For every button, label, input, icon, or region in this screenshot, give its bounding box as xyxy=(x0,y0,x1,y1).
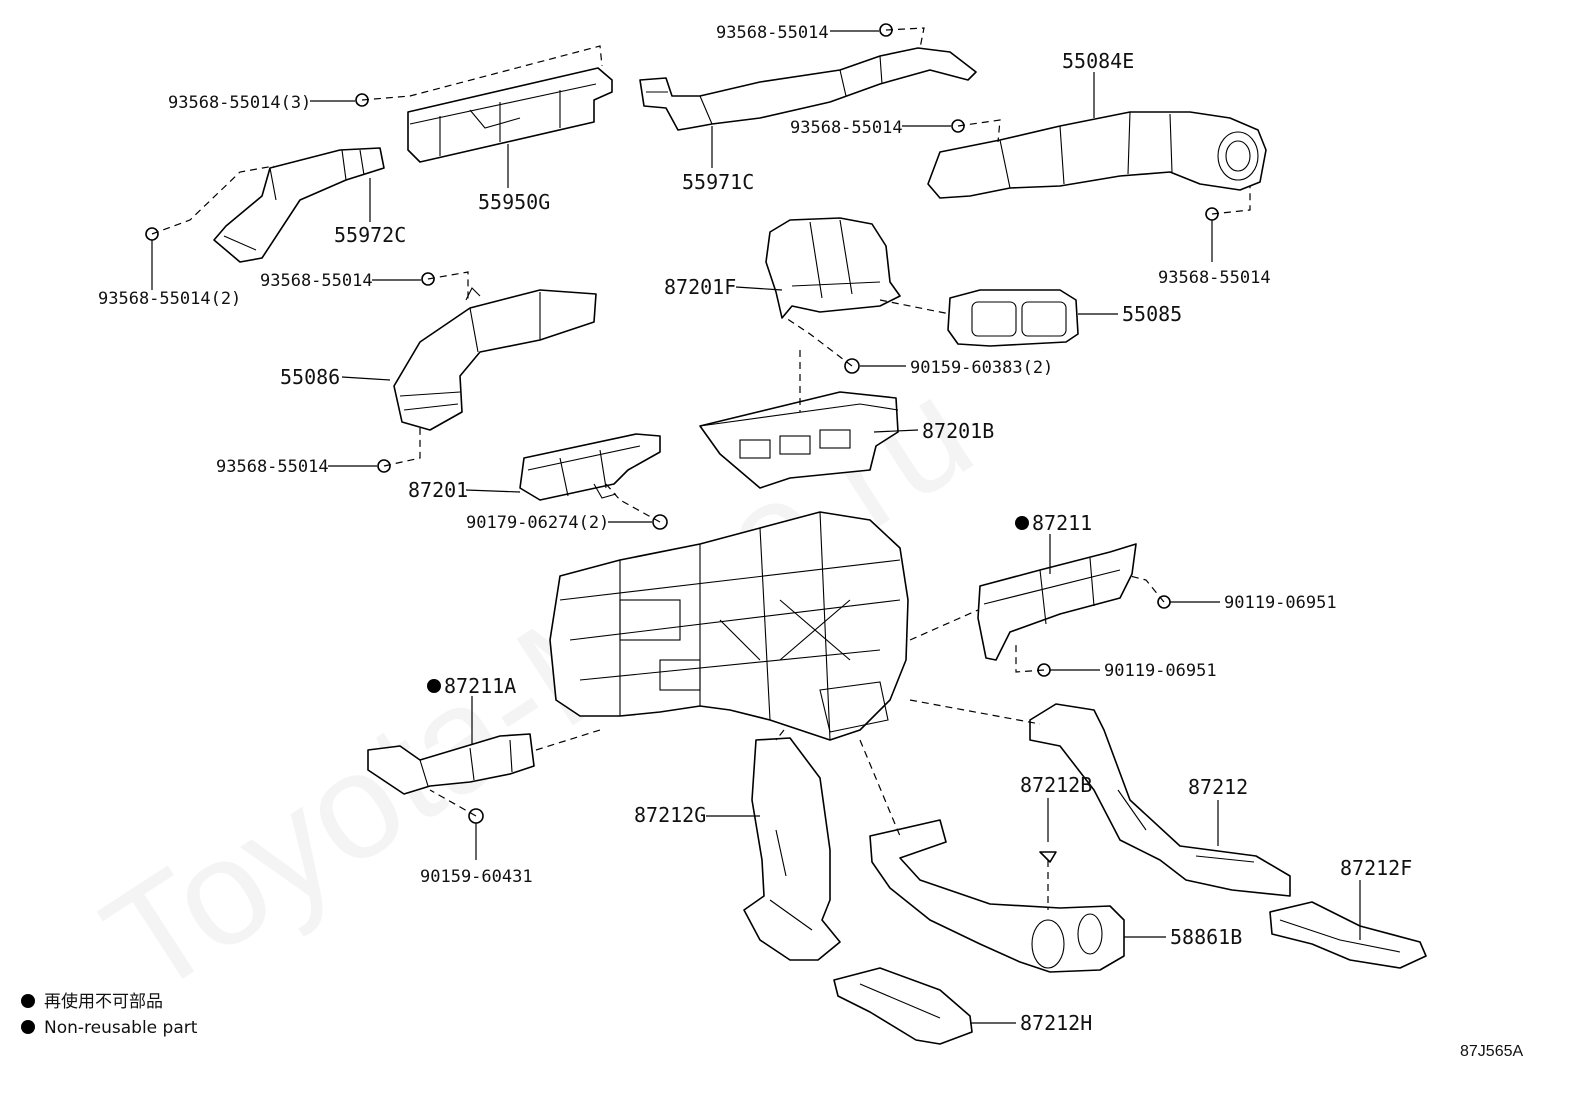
label-87212b: 87212B xyxy=(1020,773,1092,797)
dashed-assembly-lines xyxy=(151,27,1251,910)
diagram-code: 87J565A xyxy=(1460,1043,1523,1060)
part-55972c-drawing xyxy=(213,147,385,263)
label-55971c: 55971C xyxy=(682,170,754,194)
label-87201f: 87201F xyxy=(664,275,736,299)
non-reusable-mark-87211a xyxy=(427,679,441,693)
part-87201-drawing xyxy=(519,433,661,501)
label-93568-55014-right-lower: 93568-55014 xyxy=(1158,268,1271,288)
part-labels: 93568-55014(3) 55950G 55972C 93568-55014… xyxy=(98,23,1412,1035)
non-reusable-mark-87211 xyxy=(1015,516,1029,530)
legend-japanese: 再使用不可部品 xyxy=(44,991,163,1012)
leader-lines xyxy=(151,30,1361,1024)
label-87201b: 87201B xyxy=(922,419,994,443)
label-93568-55014-left-upper: 93568-55014 xyxy=(260,271,373,291)
label-93568-55014-top: 93568-55014 xyxy=(716,23,829,43)
label-55085: 55085 xyxy=(1122,302,1182,326)
part-87212g-drawing xyxy=(743,737,841,961)
label-90119-06951-lower: 90119-06951 xyxy=(1104,661,1217,681)
label-55950g: 55950G xyxy=(478,190,550,214)
label-87211: 87211 xyxy=(1032,511,1092,535)
label-55972c: 55972C xyxy=(334,223,406,247)
label-90119-06951-upper: 90119-06951 xyxy=(1224,593,1337,613)
legend-english: Non-reusable part xyxy=(44,1018,198,1038)
part-58861b-drawing xyxy=(869,819,1125,973)
label-55086: 55086 xyxy=(280,365,340,389)
label-55084e: 55084E xyxy=(1062,49,1134,73)
legend: 再使用不可部品 Non-reusable part xyxy=(21,991,198,1038)
part-55085-drawing xyxy=(947,289,1079,347)
label-58861b: 58861B xyxy=(1170,925,1242,949)
part-87201f-drawing xyxy=(765,217,901,319)
label-93568-55014-2: 93568-55014(2) xyxy=(98,289,241,309)
part-55971c-drawing xyxy=(639,47,977,131)
part-87212f-drawing xyxy=(1269,901,1427,969)
label-90179-06274-2: 90179-06274(2) xyxy=(466,513,609,533)
part-87212-drawing xyxy=(1029,703,1291,897)
part-87211-drawing xyxy=(977,543,1137,661)
label-87212h: 87212H xyxy=(1020,1011,1092,1035)
label-87212: 87212 xyxy=(1188,775,1248,799)
part-87211a-drawing xyxy=(367,733,535,795)
label-87212g: 87212G xyxy=(634,803,706,827)
label-93568-55014-3: 93568-55014(3) xyxy=(168,93,311,113)
part-87201b-drawing xyxy=(699,391,899,489)
part-87212h-drawing xyxy=(833,967,973,1045)
legend-bullet-icon xyxy=(21,1020,35,1034)
part-55084e-drawing xyxy=(927,111,1267,199)
label-87212f: 87212F xyxy=(1340,856,1412,880)
label-93568-55014-left-lower: 93568-55014 xyxy=(216,457,329,477)
label-90159-60431: 90159-60431 xyxy=(420,867,533,887)
label-87211a: 87211A xyxy=(444,674,516,698)
part-55950g-drawing xyxy=(407,67,613,163)
legend-bullet-icon xyxy=(21,994,35,1008)
label-87201: 87201 xyxy=(408,478,468,502)
part-55086-drawing xyxy=(393,287,597,431)
label-93568-55014-right-upper: 93568-55014 xyxy=(790,118,903,138)
part-hvac-unit-drawing xyxy=(549,511,909,741)
label-90159-60383-2: 90159-60383(2) xyxy=(910,358,1053,378)
